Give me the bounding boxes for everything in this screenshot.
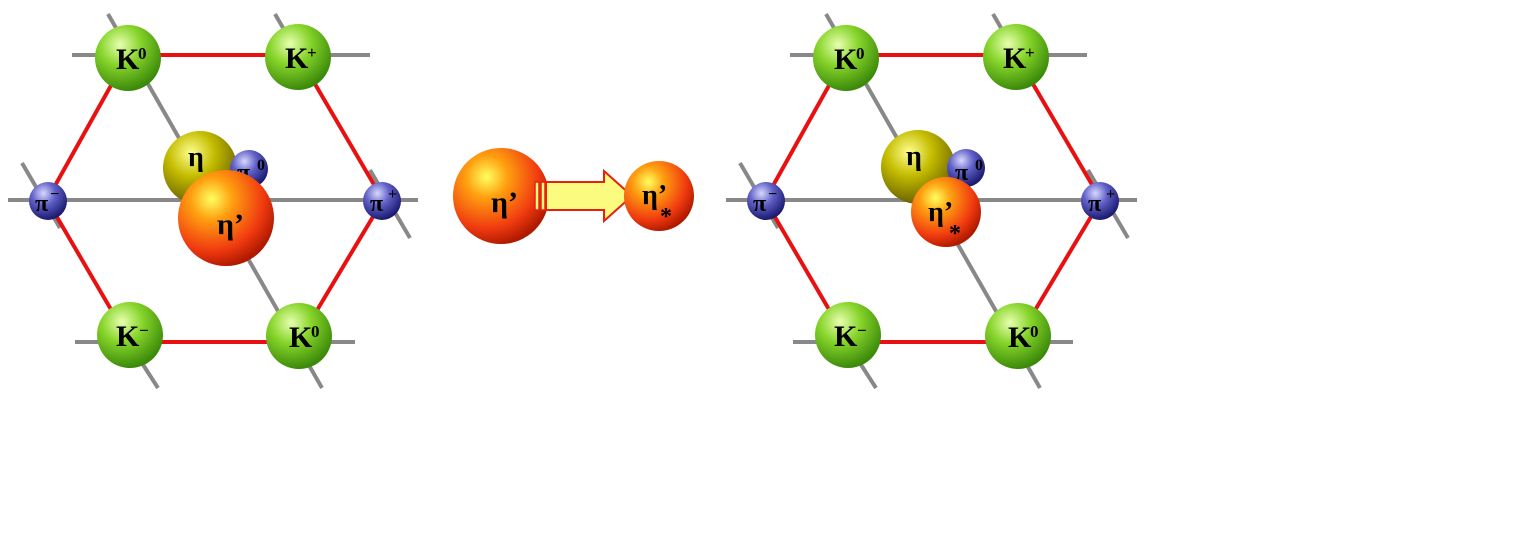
k-minus-sphere (97, 302, 163, 368)
k-plus-sphere-right (983, 24, 1049, 90)
k-zero-top-sup: 0 (138, 44, 147, 63)
transition: η’ η’ * (453, 148, 694, 244)
k-zero-top-right-sup: 0 (856, 44, 865, 63)
pi-plus-label: π (370, 191, 383, 217)
eta-prime-star-right-label: η’ (928, 197, 953, 228)
pi-minus-right-label: π (753, 191, 766, 217)
k-zero-bottom-label: K (289, 321, 313, 354)
k-minus-sphere-right (815, 302, 881, 368)
arrow (534, 168, 634, 224)
arrow-tail-bar-2 (540, 181, 546, 211)
k-zero-bottom-right-label: K (1008, 321, 1032, 354)
pi-plus-right-label: π (1088, 191, 1101, 217)
k-zero-bottom-right-sup: 0 (1030, 322, 1039, 341)
right-octet: η π 0 η’ * K 0 K + K − K 0 π − π + (726, 13, 1137, 390)
eta-prime-sphere (178, 170, 274, 266)
k-zero-top-label: K (116, 43, 140, 76)
pi-zero-sup: 0 (257, 157, 265, 174)
pi-minus-sup: − (50, 186, 59, 203)
k-minus-right-label: K (834, 320, 858, 353)
k-minus-sup: − (139, 321, 149, 340)
pi-minus-sphere-right (747, 182, 785, 220)
eta-right-label: η (906, 141, 922, 172)
k-plus-right-label: K (1003, 42, 1027, 75)
eta-prime-large-label: η’ (491, 186, 518, 219)
k-plus-sup: + (307, 43, 317, 62)
pi-plus-sphere (363, 182, 401, 220)
k-plus-right-sup: + (1025, 43, 1035, 62)
pi-minus-sphere (29, 182, 67, 220)
eta-prime-star-mark: * (660, 204, 672, 230)
pi-plus-right-sup: + (1106, 186, 1115, 203)
eta-prime-star-sphere (624, 161, 694, 231)
eta-prime-star-label: η’ (642, 180, 667, 211)
eta-prime-star-sphere-right (911, 177, 981, 247)
pi-zero-sphere-right (947, 149, 985, 187)
k-zero-top-right-label: K (834, 43, 858, 76)
arrow-shape (545, 168, 634, 224)
pi-minus-label: π (35, 191, 48, 217)
left-octet: η π 0 η’ K 0 K + K − K 0 π − π + (8, 13, 418, 390)
k-zero-sphere-bottom-right (985, 303, 1051, 369)
arrow-tail-bar-1 (534, 181, 540, 211)
k-zero-bottom-sup: 0 (311, 322, 320, 341)
k-minus-label: K (116, 320, 140, 353)
pi-plus-sphere-right (1081, 182, 1119, 220)
eta-prime-star-right-mark: * (949, 221, 961, 247)
k-zero-sphere-top-right (813, 25, 879, 91)
k-plus-sphere (265, 24, 331, 90)
k-zero-sphere-bottom (266, 303, 332, 369)
pi-zero-right-sup: 0 (975, 157, 983, 174)
eta-prime-sphere-large (453, 148, 549, 244)
pi-minus-right-sup: − (768, 186, 777, 203)
k-zero-sphere-top (95, 25, 161, 91)
pi-plus-sup: + (388, 186, 397, 203)
eta-prime-label: η’ (217, 208, 244, 241)
k-minus-right-sup: − (857, 321, 867, 340)
k-plus-label: K (285, 42, 309, 75)
eta-label: η (188, 142, 204, 173)
